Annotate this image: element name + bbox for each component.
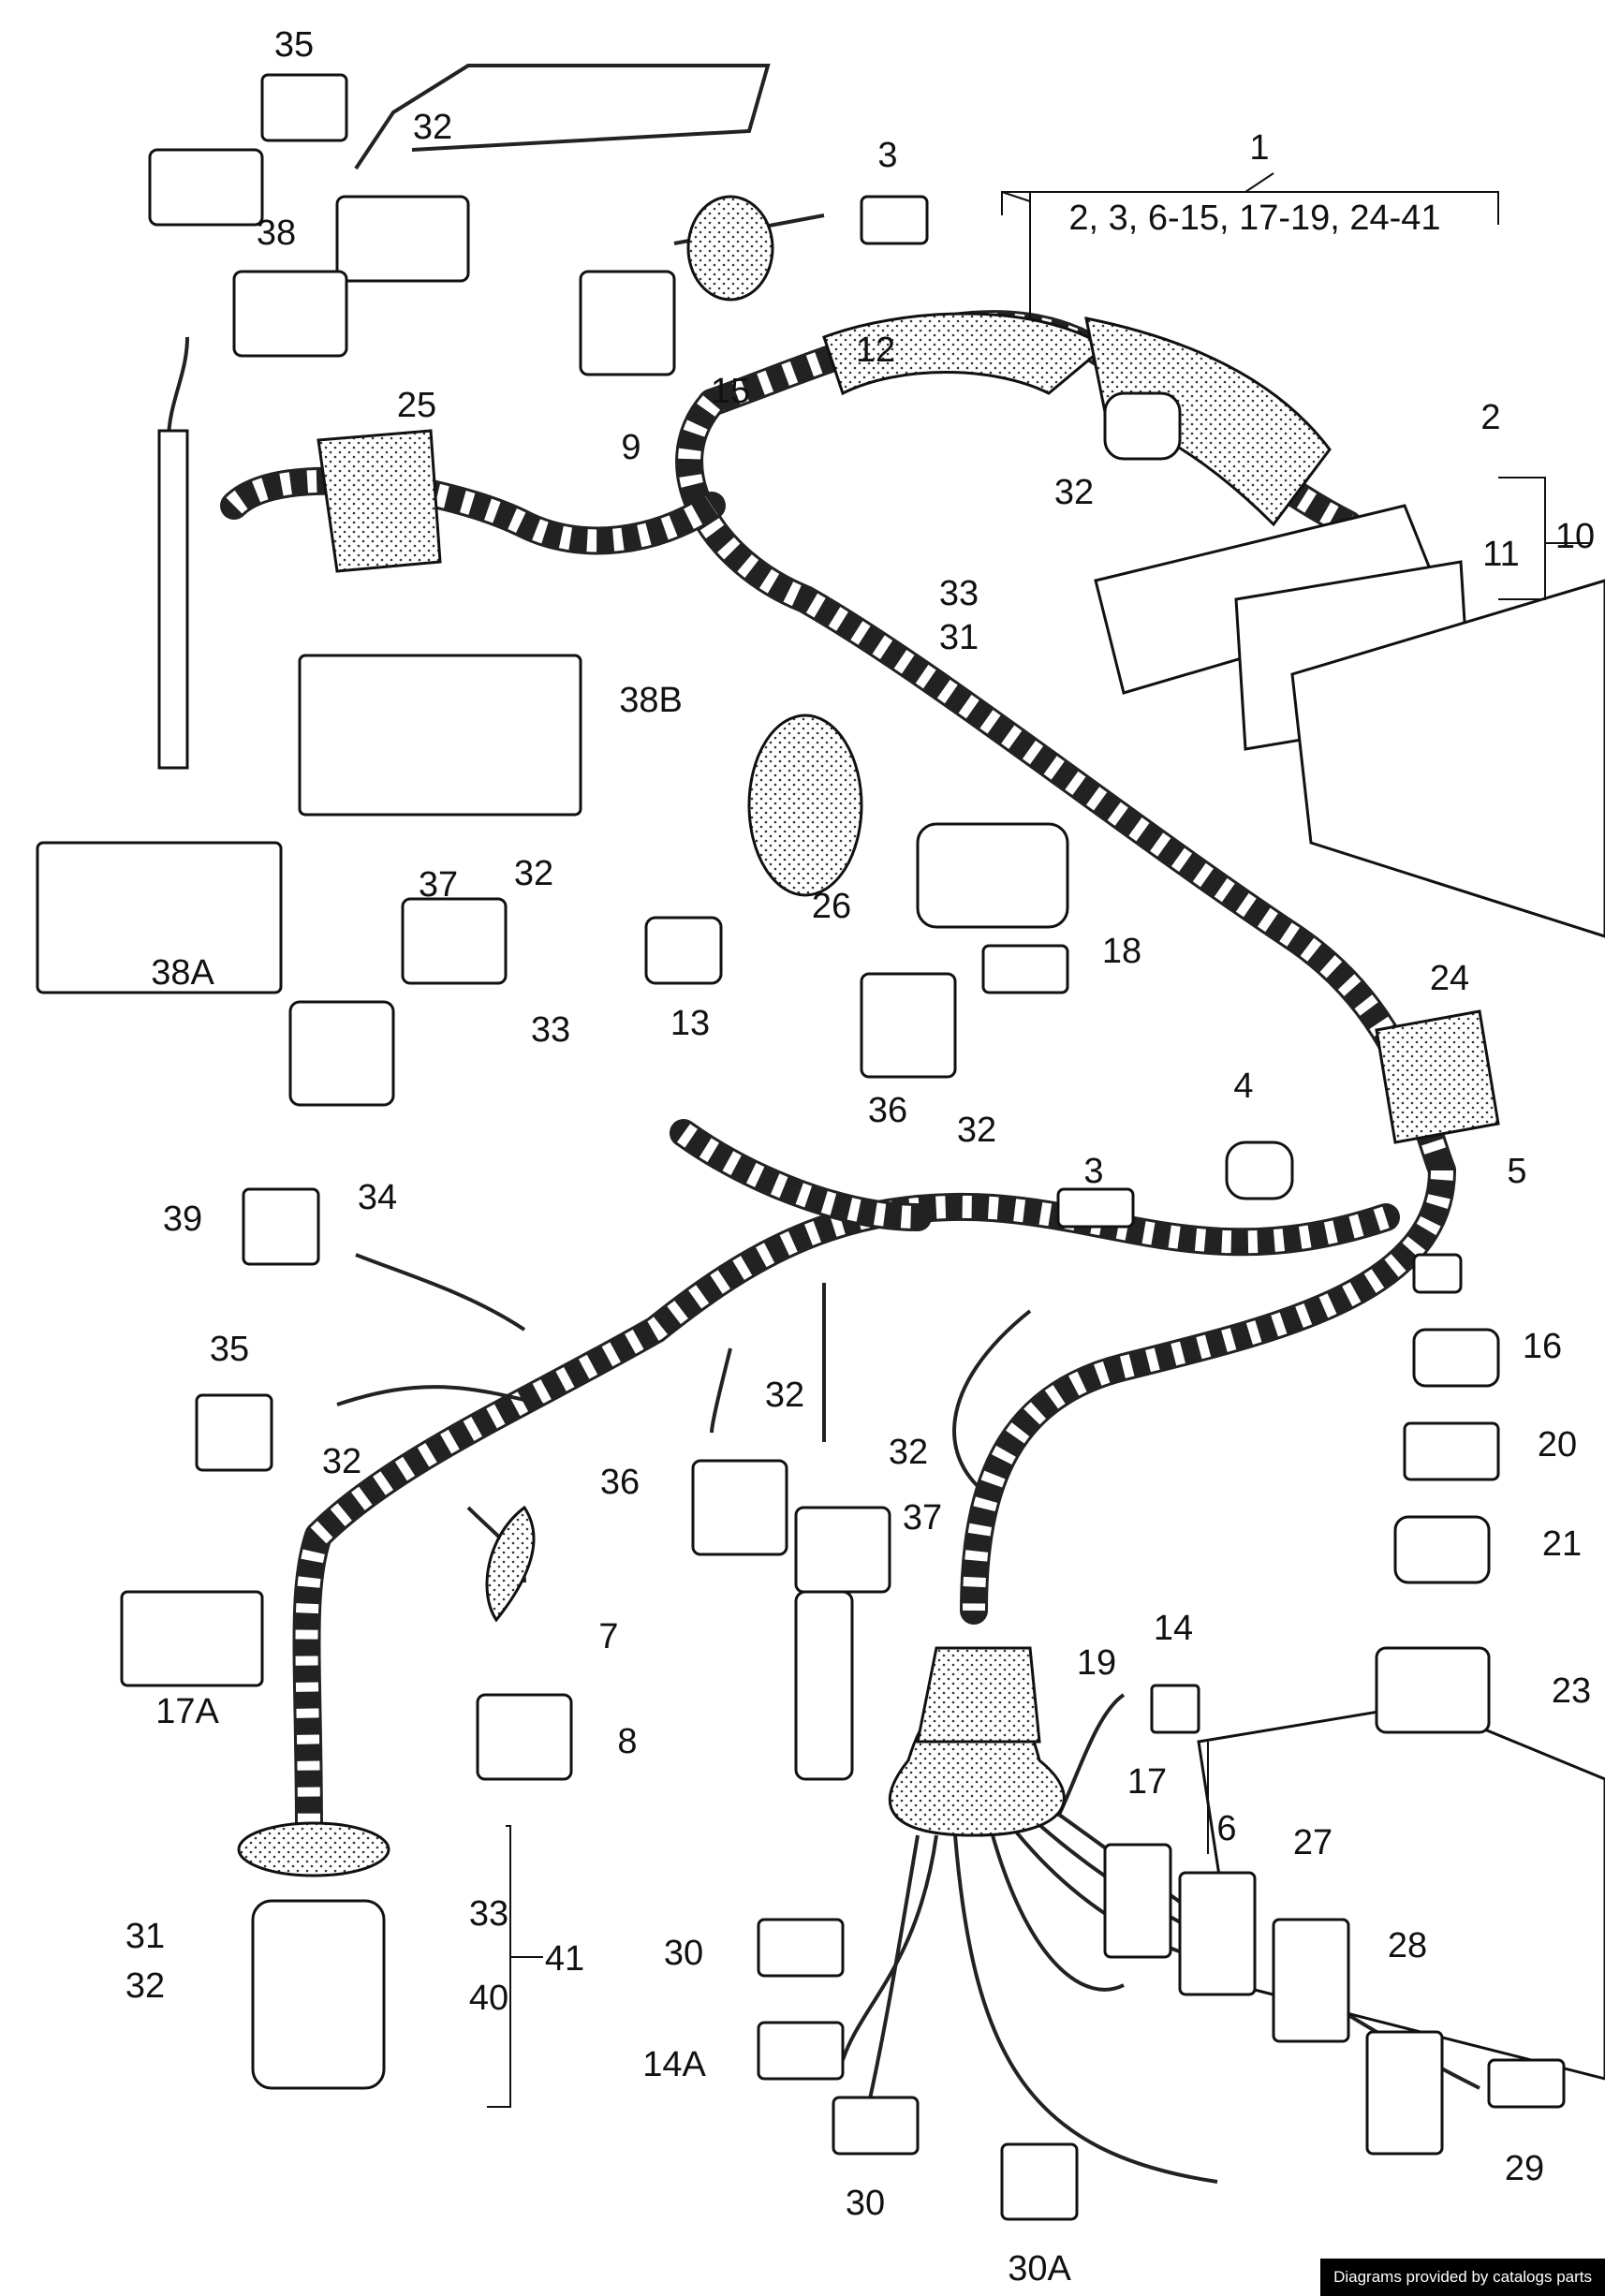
label-35-bottom: 35 — [210, 1330, 249, 1369]
label-37-mid: 37 — [419, 865, 458, 905]
label-33-top: 33 — [939, 574, 979, 613]
label-5: 5 — [1507, 1152, 1526, 1191]
label-34: 34 — [358, 1178, 397, 1217]
label-14: 14 — [1154, 1609, 1193, 1648]
label-6: 6 — [1216, 1809, 1236, 1848]
label-28: 28 — [1388, 1926, 1427, 1965]
label-31-top: 31 — [939, 618, 979, 657]
label-38b: 38B — [619, 681, 683, 720]
label-15: 15 — [711, 372, 750, 411]
label-18: 18 — [1102, 932, 1141, 971]
label-30-upper: 30 — [664, 1934, 703, 1973]
grommets — [237, 195, 1500, 1877]
label-25: 25 — [397, 386, 436, 425]
label-36-mid: 36 — [868, 1091, 907, 1130]
label-20: 20 — [1538, 1425, 1577, 1464]
label-30-lower: 30 — [846, 2184, 885, 2223]
label-38: 38 — [257, 213, 296, 253]
label-23: 23 — [1552, 1671, 1591, 1711]
label-33-mid: 33 — [531, 1010, 570, 1050]
label-4: 4 — [1233, 1067, 1253, 1106]
label-21: 21 — [1542, 1524, 1582, 1564]
label-26: 26 — [812, 887, 851, 926]
label-8: 8 — [617, 1722, 637, 1761]
label-16: 16 — [1523, 1327, 1562, 1366]
label-17a: 17A — [155, 1692, 219, 1731]
label-9: 9 — [621, 428, 641, 467]
label-41: 41 — [545, 1939, 584, 1979]
label-32-a: 32 — [413, 108, 452, 147]
label-3-top: 3 — [877, 136, 897, 175]
label-30a: 30A — [1008, 2249, 1071, 2289]
label-32-b: 32 — [1054, 473, 1094, 512]
label-39: 39 — [163, 1200, 202, 1239]
label-11: 11 — [1482, 535, 1519, 574]
label-24: 24 — [1430, 959, 1469, 998]
label-38a: 38A — [151, 953, 214, 993]
label-1: 1 — [1249, 128, 1269, 168]
label-32-e: 32 — [322, 1442, 361, 1481]
label-13: 13 — [670, 1004, 710, 1043]
label-32-d: 32 — [957, 1111, 996, 1150]
label-2: 2 — [1480, 398, 1500, 437]
label-31-bottom: 31 — [125, 1917, 165, 1956]
label-7: 7 — [598, 1617, 618, 1656]
label-29: 29 — [1505, 2149, 1544, 2188]
label-32-g: 32 — [889, 1433, 928, 1472]
label-36-bottom: 36 — [600, 1463, 640, 1502]
connectors — [36, 73, 1566, 2221]
label-14a: 14A — [642, 2045, 706, 2084]
label-12: 12 — [856, 331, 895, 370]
leader-lines — [487, 172, 1592, 2108]
credit-footer: Diagrams provided by catalogs parts — [1320, 2259, 1605, 2296]
group-label: 2, 3, 6-15, 17-19, 24-41 — [1068, 199, 1440, 238]
label-37-bottom: 37 — [903, 1498, 942, 1538]
label-32-h: 32 — [125, 1966, 165, 2006]
label-40: 40 — [469, 1979, 508, 2018]
label-33-bottom: 33 — [469, 1894, 508, 1934]
label-17: 17 — [1127, 1762, 1167, 1802]
callout-labels: 1 2 3 3 4 5 7 8 9 10 11 12 13 14 14A 15 … — [125, 25, 1595, 2289]
label-10: 10 — [1555, 517, 1595, 556]
label-27: 27 — [1293, 1823, 1333, 1862]
label-19: 19 — [1077, 1643, 1116, 1683]
label-3-mid: 3 — [1083, 1152, 1103, 1191]
label-32-c: 32 — [514, 854, 553, 893]
label-32-f: 32 — [765, 1376, 804, 1415]
label-35-top: 35 — [274, 25, 314, 65]
